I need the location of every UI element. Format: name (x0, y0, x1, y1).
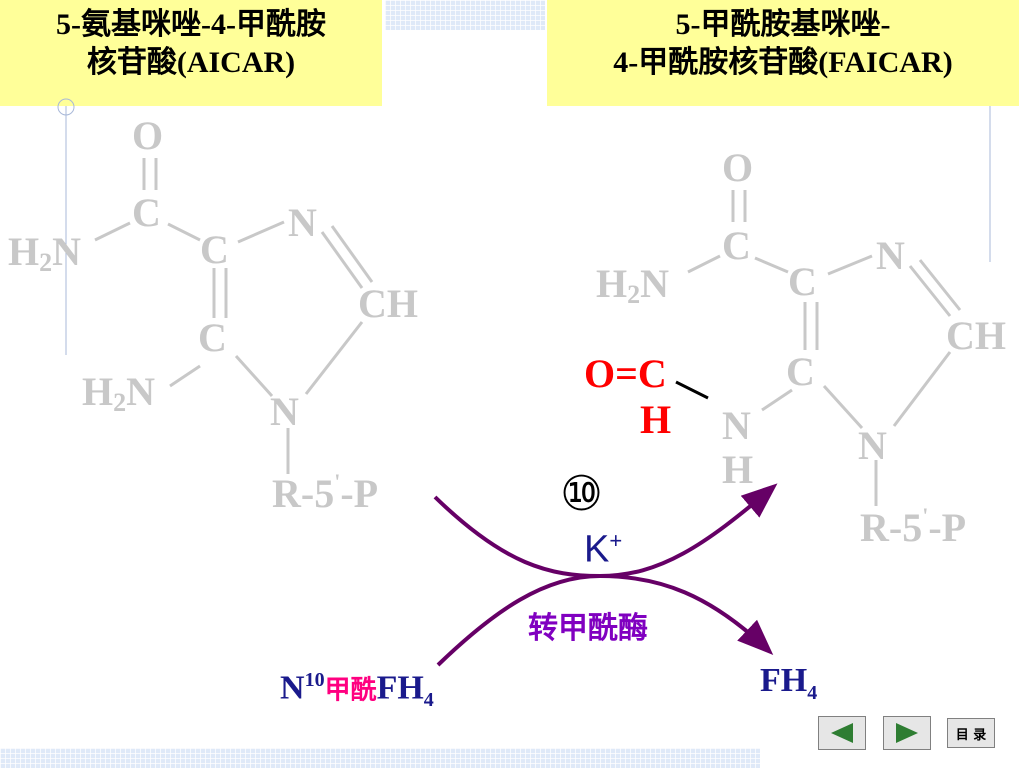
reaction-step-number: ⑩ (560, 466, 604, 522)
faicar-n1: N (858, 423, 887, 468)
aicar-c4: C (198, 315, 227, 360)
table-of-contents-button[interactable]: 目 录 (947, 718, 995, 748)
top-grid-strip (385, 0, 545, 30)
faicar-formyl-h: H (640, 397, 672, 442)
aicar-n3: N (288, 200, 317, 245)
faicar-title-line2: 4-甲酰胺核苷酸(FAICAR) (613, 46, 953, 79)
aicar-h2n-amino: H2N (82, 369, 156, 417)
aicar-title-line2: 核苷酸(AICAR) (86, 46, 296, 79)
faicar-c4: C (786, 349, 815, 394)
faicar-title-line1: 5-甲酰胺基咪唑- (675, 8, 891, 41)
faicar-title: 5-甲酰胺基咪唑- 4-甲酰胺核苷酸(FAICAR) (547, 0, 1019, 106)
faicar-c2: C (788, 259, 817, 304)
cofactor-k-plus: K+ (584, 528, 623, 571)
triangle-right-icon (896, 723, 918, 743)
aicar-ch: CH (358, 281, 418, 326)
faicar-bonds (687, 190, 962, 506)
triangle-left-icon (831, 723, 853, 743)
aicar-ribose-phosphate: R-5'-P (272, 469, 379, 516)
aicar-o: O (132, 113, 164, 158)
aicar-c2: C (200, 227, 229, 272)
formyl-bond (675, 380, 709, 400)
faicar-ch: CH (946, 313, 1006, 358)
aicar-title: 5-氨基咪唑-4-甲酰胺 核苷酸(AICAR) (0, 0, 382, 106)
product-fh4-label: FH4 (760, 662, 818, 704)
aicar-title-line1: 5-氨基咪唑-4-甲酰胺 (56, 8, 326, 41)
faicar-c1: C (722, 223, 751, 268)
faicar-nh-n: N (722, 403, 751, 448)
faicar-n3: N (876, 233, 905, 278)
enzyme-label: 转甲酰酶 (528, 611, 648, 646)
faicar-formyl-oc: O=C (584, 351, 667, 396)
aicar-n1: N (270, 389, 299, 434)
aicar-c1: C (132, 190, 161, 235)
faicar-nh-h: H (722, 447, 754, 492)
next-slide-button[interactable] (883, 716, 931, 750)
faicar-ribose-phosphate: R-5'-P (860, 503, 967, 550)
faicar-o: O (722, 145, 754, 190)
cofactor-reaction-arrow (436, 573, 774, 667)
formyl-donor-label: N10甲酰FH4 (280, 669, 434, 712)
prev-slide-button[interactable] (818, 716, 866, 750)
bottom-grid-strip (0, 748, 760, 768)
aicar-h2n: H2N (8, 229, 82, 277)
aicar-bonds (94, 158, 374, 474)
faicar-h2n: H2N (596, 261, 670, 309)
